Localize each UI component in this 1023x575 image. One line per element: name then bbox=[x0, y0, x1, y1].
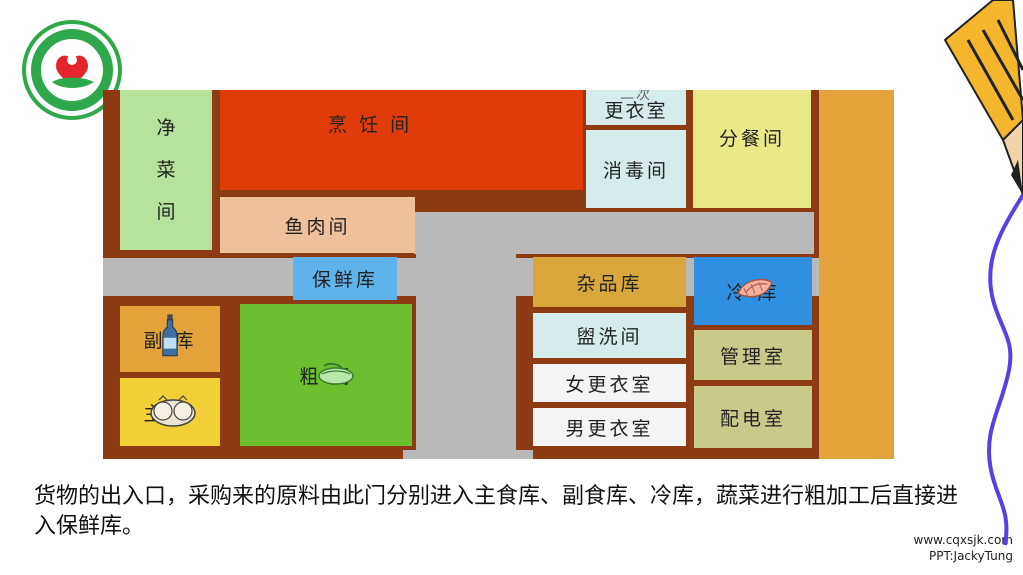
meat-icon bbox=[737, 278, 773, 298]
room-peidian: 配电室 bbox=[694, 386, 812, 448]
room-nvgengyi: 女更衣室 bbox=[533, 364, 686, 402]
room-fencan: 分餐间 bbox=[693, 90, 811, 208]
room-yurou: 鱼肉间 bbox=[220, 197, 415, 253]
bottle-icon bbox=[162, 314, 178, 357]
room-nangengyi-label: 男更衣室 bbox=[565, 417, 654, 440]
room-peidian-label: 配电室 bbox=[719, 407, 786, 430]
room-yurou-label: 鱼肉间 bbox=[284, 215, 351, 238]
room-nvgengyi-label: 女更衣室 bbox=[565, 373, 654, 396]
room-xiaodu: 消毒间 bbox=[586, 130, 686, 208]
room-jingcai-char-2: 菜 bbox=[156, 159, 176, 181]
room-baoxian: 保鲜库 bbox=[293, 257, 397, 300]
caption-text: 货物的出入口，采购来的原料由此门分别进入主食库、副食库、冷库，蔬菜进行粗加工后直… bbox=[34, 484, 959, 539]
corridor-bottom bbox=[403, 450, 533, 459]
room-xiaodu-label: 消毒间 bbox=[602, 159, 669, 182]
room-guanli: 管理室 bbox=[694, 330, 812, 380]
credit-author: PPT:JackyTung bbox=[929, 549, 1013, 563]
room-guanxi-label: 盥洗间 bbox=[576, 326, 643, 348]
room-jingcai: 净 菜 间 bbox=[120, 90, 212, 250]
room-fencan-label: 分餐间 bbox=[718, 127, 785, 150]
floor-plan: 净 菜 间 烹 饪 间 鱼肉间 二次 更衣室 消毒间 分餐间 保鲜库 杂品库 冷… bbox=[103, 90, 894, 459]
room-ercigengyi-line1: 二次 bbox=[620, 90, 652, 103]
corridor-horizontal-upper bbox=[414, 212, 814, 254]
room-nangengyi: 男更衣室 bbox=[533, 408, 686, 446]
room-ercigengyi: 二次 更衣室 bbox=[586, 90, 686, 125]
school-logo-icon bbox=[22, 20, 122, 120]
room-jingcai-char-1: 净 bbox=[156, 117, 176, 139]
room-right-strip bbox=[819, 90, 894, 459]
room-pengren-label: 烹 饪 间 bbox=[328, 114, 413, 136]
credit-site: www.cqxsjk.com bbox=[913, 533, 1013, 547]
room-ercigengyi-line2: 更衣室 bbox=[604, 99, 668, 122]
room-baoxian-label: 保鲜库 bbox=[311, 269, 378, 291]
corridor-vertical bbox=[416, 250, 516, 459]
room-guanli-label: 管理室 bbox=[719, 345, 786, 368]
rice-sack-icon bbox=[150, 395, 196, 427]
room-zapin: 杂品库 bbox=[533, 257, 686, 307]
vegetable-icon bbox=[318, 362, 354, 385]
credit: www.cqxsjk.com PPT:JackyTung bbox=[914, 532, 1013, 564]
room-guanxi: 盥洗间 bbox=[533, 313, 686, 358]
room-pengren: 烹 饪 间 bbox=[220, 90, 583, 190]
room-zapin-label: 杂品库 bbox=[576, 272, 643, 295]
pencil-decoration-icon bbox=[943, 0, 1023, 546]
room-jingcai-char-3: 间 bbox=[156, 201, 176, 223]
